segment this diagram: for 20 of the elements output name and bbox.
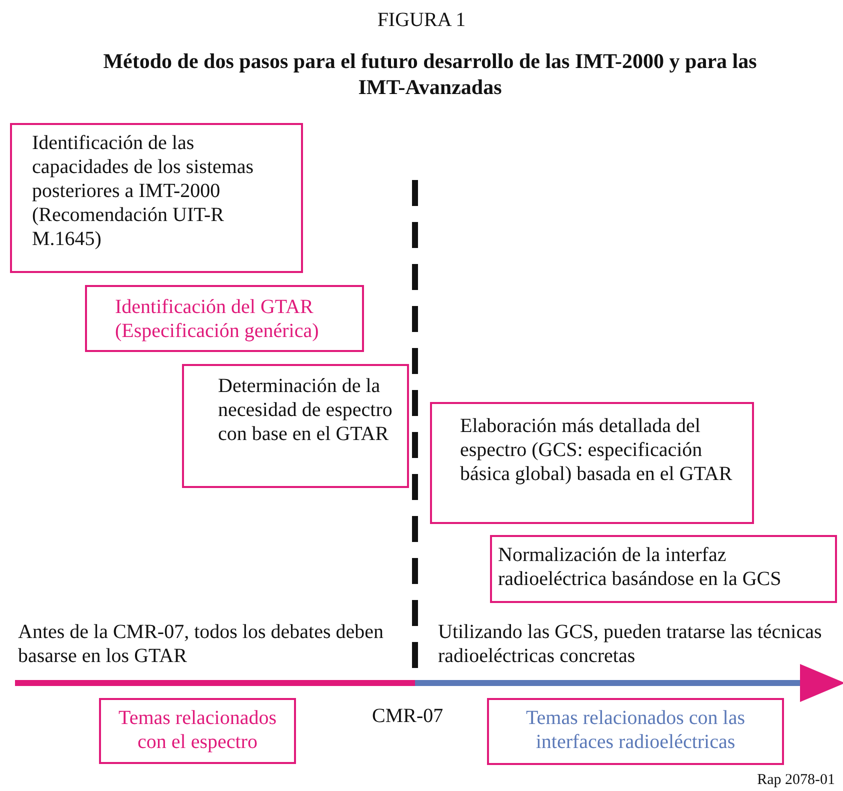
milestone-label: CMR-07 [372, 704, 444, 728]
figure-reference: Rap 2078-01 [757, 771, 835, 790]
box-text: Determinación de la necesidad de espectro con base en el GTAR [218, 374, 394, 446]
period-note: Antes de la CMR-07, todos los debates deben basarse en los GTAR [18, 620, 384, 668]
text-box [99, 698, 296, 764]
diagram-title: Método de dos pasos para el futuro desarrollo de las IMT-2000 y para las IMT-Avanzadas [102, 48, 758, 100]
box-text: Normalización de la interfaz radioeléctrica basándose en la GCS [498, 543, 782, 591]
figure-number: FIGURA 1 [376, 8, 467, 32]
box-text: Elaboración más detallada del espectro (GCS: especificación básica global) basada en el GTAR [460, 414, 734, 486]
text-box [490, 535, 837, 603]
text-box [182, 364, 409, 488]
box-text: Identificación de las capacidades de los sistemas posteriores a IMT-2000 (Recomendación UIT-R M.1645) [32, 131, 255, 251]
text-box [487, 698, 784, 765]
box-text: Temas relacionados con las interfaces radioeléctricas [524, 706, 746, 754]
text-box [85, 285, 364, 352]
period-note: Utilizando las GCS, pueden tratarse las técnicas radioeléctricas concretas [438, 620, 823, 668]
box-text: Identificación del GTAR (Especificación genérica) [115, 295, 320, 343]
text-box [430, 402, 754, 524]
box-text: Temas relacionados con el espectro [118, 706, 278, 754]
text-box [10, 123, 303, 273]
